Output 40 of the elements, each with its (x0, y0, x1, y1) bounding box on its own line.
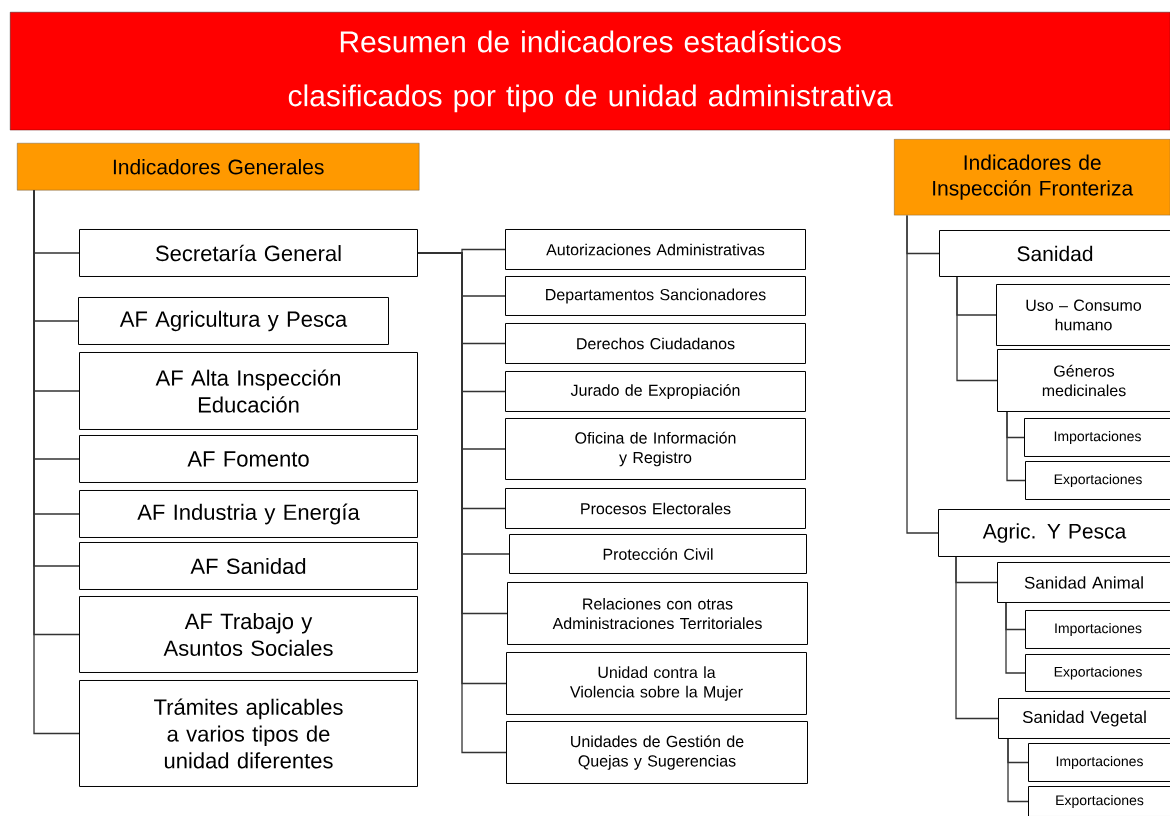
connector-line (1005, 602, 1026, 674)
unit-box: Uso – Consumo humano (996, 284, 1170, 346)
unit-box: Unidad contra la Violencia sobre la Mujer (506, 652, 807, 715)
unit-box: Jurado de Expropiación (505, 371, 806, 412)
unit-box: Sanidad Vegetal (998, 698, 1170, 739)
unit-box: AF Agricultura y Pesca (78, 297, 389, 345)
connector-line (906, 214, 939, 534)
unit-box: Agric. Y Pesca (938, 509, 1170, 557)
unit-box: Departamentos Sancionadores (505, 276, 806, 316)
unit-box: Exportaciones (1025, 461, 1170, 500)
unit-box: Géneros medicinales (997, 349, 1170, 412)
unit-box: Importaciones (1024, 418, 1170, 457)
unit-box: AF Fomento (79, 435, 418, 483)
unit-box: Importaciones (1025, 610, 1170, 649)
unit-box: Protección Civil (509, 534, 807, 574)
unit-box: Secretaría General (79, 229, 418, 277)
unit-box: Procesos Electorales (505, 488, 806, 529)
unit-box: AF Sanidad (79, 542, 418, 590)
unit-box: Derechos Ciudadanos (505, 323, 806, 364)
unit-box: Autorizaciones Administrativas (505, 229, 806, 270)
unit-box: Trámites aplicables a varios tipos de unidad diferentes (79, 680, 418, 787)
unit-box: Relaciones con otras Administraciones Territoriales (507, 582, 808, 645)
unit-box: AF Industria y Energía (79, 490, 418, 538)
unit-box: AF Trabajo y Asuntos Sociales (79, 596, 418, 673)
connector-line (33, 189, 80, 735)
unit-box: Importaciones (1028, 743, 1170, 782)
unit-box: Exportaciones (1025, 654, 1170, 692)
connector-line (956, 276, 998, 382)
unit-box: Exportaciones (1028, 786, 1170, 816)
category-header-box: Indicadores de Inspección Fronteriza (894, 139, 1170, 216)
unit-box: Sanidad Animal (997, 562, 1170, 603)
unit-box: Oficina de Información y Registro (505, 418, 806, 480)
title-banner: Resumen de indicadores estadísticos clasificados por tipo de unidad administrativa (10, 12, 1170, 131)
category-header-box: Indicadores Generales (17, 143, 420, 191)
unit-box: Unidades de Gestión de Quejas y Sugerencias (506, 721, 808, 784)
connector-line (1006, 411, 1026, 482)
connector-line (955, 556, 999, 720)
unit-box: AF Alta Inspección Educación (79, 352, 418, 430)
connector-line (1007, 738, 1029, 803)
unit-box: Sanidad (939, 230, 1170, 277)
